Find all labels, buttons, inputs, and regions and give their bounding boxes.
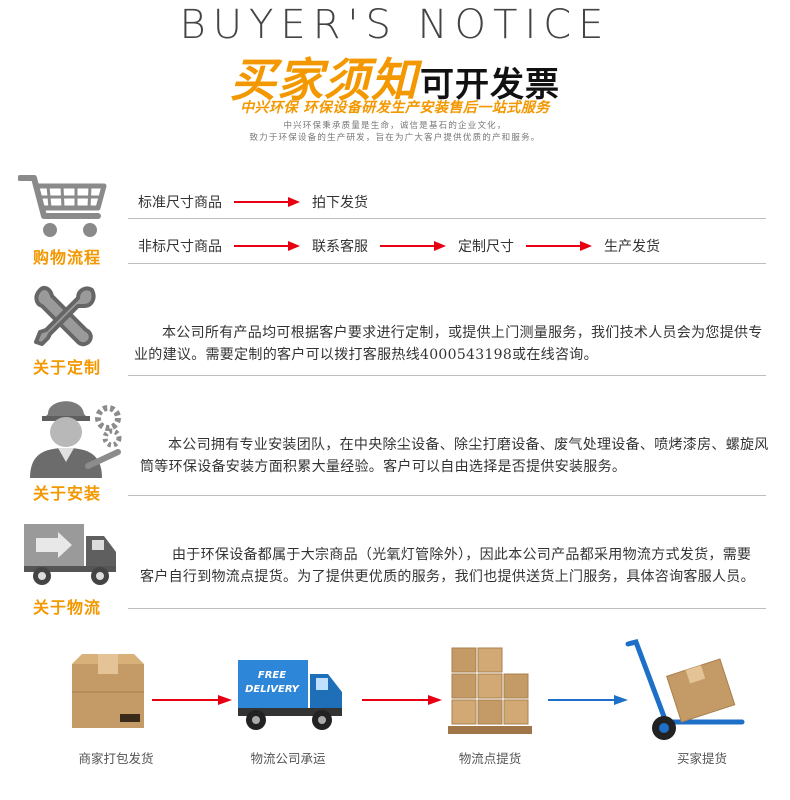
worker-icon xyxy=(22,392,122,482)
custom-text: 本公司所有产品均可根据客户要求进行定制，或提供上门测量服务，我们技术人员会为您提… xyxy=(134,325,763,363)
sub-line-1: 中兴环保秉承质量是生命，诚信是基石的企业文化， xyxy=(283,121,507,131)
title-english: BUYER'S NOTICE xyxy=(179,2,611,48)
hand-truck-icon xyxy=(622,638,752,746)
section-shopping: 购物流程 标准尺寸商品 拍下发货 非标尺寸商品 联系客服 定制尺寸 生产发货 xyxy=(0,170,790,270)
truck-icon xyxy=(22,520,118,592)
flow-step: 定制尺寸 xyxy=(458,239,514,255)
flow-step: 拍下发货 xyxy=(312,195,368,211)
logistics-text: 由于环保设备都属于大宗商品（光氧灯管除外），因此本公司产品都采用物流方式发货，需… xyxy=(140,547,755,585)
sub-line-2: 致力于环保设备的生产研发，旨在为广大客户提供优质的产和服务。 xyxy=(249,133,541,143)
wrench-screwdriver-icon xyxy=(30,284,126,352)
divider xyxy=(128,218,766,219)
pallet-boxes-icon xyxy=(446,644,534,740)
flow-step: 非标尺寸商品 xyxy=(138,239,222,255)
step-label: 买家提货 xyxy=(676,751,727,766)
divider xyxy=(128,263,766,264)
step-label: 商家打包发货 xyxy=(78,751,154,766)
title-chinese: 买家须知可开发票 xyxy=(0,44,790,110)
truck-text-free: FREE xyxy=(258,670,286,681)
cart-icon xyxy=(17,172,114,246)
section-install: 关于安装 本公司拥有专业安装团队，在中央除尘设备、除尘打磨设备、废气处理设备、喷… xyxy=(0,388,790,503)
truck-text-delivery: DELIVERY xyxy=(245,684,301,695)
arrow-right-icon xyxy=(234,241,300,251)
step-label: 物流公司承运 xyxy=(250,751,326,766)
label-shopping: 购物流程 xyxy=(32,248,101,267)
label-install: 关于安装 xyxy=(32,484,101,503)
flow-step: 联系客服 xyxy=(312,239,368,255)
divider xyxy=(128,495,766,496)
label-custom: 关于定制 xyxy=(32,358,101,377)
arrow-right-icon xyxy=(152,690,232,709)
divider xyxy=(128,375,766,376)
flow-step: 标准尺寸商品 xyxy=(138,195,222,211)
box-icon xyxy=(68,652,148,736)
delivery-truck-icon: FREE DELIVERY xyxy=(236,656,344,740)
arrow-right-icon xyxy=(234,197,300,207)
slogan: 中兴环保 环保设备研发生产安装售后一站式服务 xyxy=(240,100,550,116)
flow-step: 生产发货 xyxy=(604,239,660,255)
divider xyxy=(128,608,766,609)
flow-row-nonstandard: 非标尺寸商品 联系客服 定制尺寸 生产发货 xyxy=(138,236,660,256)
arrow-right-icon xyxy=(362,690,442,709)
section-logistics: 关于物流 由于环保设备都属于大宗商品（光氧灯管除外），因此本公司产品都采用物流方… xyxy=(0,518,790,617)
arrow-right-icon xyxy=(380,241,446,251)
flow-row-standard: 标准尺寸商品 拍下发货 xyxy=(138,192,368,212)
step-label: 物流点提货 xyxy=(458,751,522,766)
arrow-right-icon xyxy=(526,241,592,251)
arrow-right-icon xyxy=(548,690,628,709)
title-main: 买家须知 xyxy=(230,53,418,107)
section-custom: 关于定制 本公司所有产品均可根据客户要求进行定制，或提供上门测量服务，我们技术人… xyxy=(0,284,790,379)
title-invoice: 可开发票 xyxy=(420,65,560,105)
install-text: 本公司拥有专业安装团队，在中央除尘设备、除尘打磨设备、废气处理设备、喷烤漆房、螺… xyxy=(140,437,769,475)
label-logistics: 关于物流 xyxy=(32,598,101,617)
